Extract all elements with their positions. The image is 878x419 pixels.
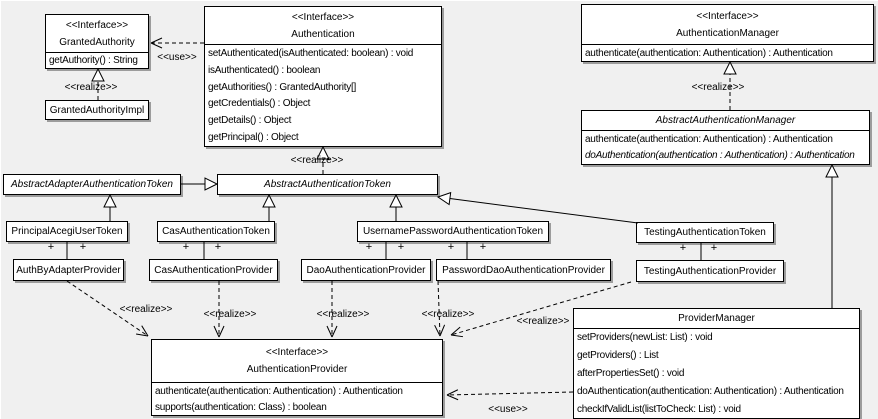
- class-name: Authentication: [291, 28, 355, 40]
- class-name: AuthenticationProvider: [246, 364, 348, 375]
- class-name: CasAuthenticationToken: [162, 226, 270, 237]
- class-method: getProviders() : List: [577, 350, 659, 362]
- class-name: TestingAuthenticationToken: [644, 227, 766, 238]
- use-label: <<use>>: [157, 52, 197, 63]
- generalization-usernamepasswordauthenticationtoken: [389, 193, 403, 221]
- association-plus-marker: +: [366, 241, 372, 253]
- class-name: AbstractAuthenticationToken: [264, 179, 391, 190]
- class-box-granted-authority[interactable]: <<Interface>> GrantedAuthority getAuthorit…: [45, 14, 149, 69]
- realize-label: <<realize>>: [517, 316, 570, 327]
- class-name: DaoAuthenticationProvider: [306, 264, 426, 276]
- class-box-dao-authentication-provider[interactable]: DaoAuthenticationProvider: [301, 259, 431, 281]
- association-plus-marker: +: [215, 241, 221, 253]
- class-box-principal-acegi-user-token[interactable]: PrincipalAcegiUserToken: [6, 221, 128, 242]
- association-plus-marker: +: [398, 241, 404, 253]
- stereotype-label: <<Interface>>: [291, 11, 355, 23]
- association-plus-marker: +: [48, 241, 54, 253]
- class-method: authenticate(authentication: Authenticat…: [585, 47, 833, 59]
- class-box-cas-authentication-token[interactable]: CasAuthenticationToken: [157, 221, 275, 242]
- class-name: GrantedAuthorityImpl: [49, 104, 145, 116]
- class-box-testing-authentication-provider[interactable]: TestingAuthenticationProvider: [636, 260, 784, 282]
- class-box-provider-manager[interactable]: ProviderManager setProviders(newList: Lis…: [573, 308, 860, 419]
- realize-label: <<realize>>: [692, 82, 745, 93]
- class-box-granted-authority-impl[interactable]: GrantedAuthorityImpl: [45, 100, 149, 120]
- class-method: authenticate(authentication: Authenticat…: [155, 385, 403, 397]
- stereotype-label: <<Interface>>: [65, 19, 129, 31]
- class-name: ProviderManager: [678, 313, 755, 324]
- association-plus-marker: +: [711, 242, 717, 254]
- class-method: isAuthenticated() : boolean: [208, 64, 321, 76]
- realize-label: <<realize>>: [317, 309, 370, 320]
- class-name: PasswordDaoAuthenticationProvider: [442, 264, 605, 276]
- association-plus-marker: +: [480, 241, 486, 253]
- realize-abstractauthenticationtoken-authentication: [316, 145, 330, 174]
- generalization-testingauthenticationtoken: [436, 191, 639, 224]
- class-box-authentication[interactable]: <<Interface>> Authentication setAuthentica…: [204, 6, 442, 147]
- class-name: AbstractAdapterAuthenticationToken: [11, 179, 173, 190]
- class-name: PrincipalAcegiUserToken: [11, 226, 123, 237]
- realize-authbyadapterprovider-authenticationprovider: [66, 280, 149, 337]
- class-box-authentication-manager[interactable]: <<Interface>> AuthenticationManager authen…: [581, 4, 874, 62]
- class-name: TestingAuthenticationProvider: [643, 265, 777, 277]
- class-box-cas-authentication-provider[interactable]: CasAuthenticationProvider: [149, 259, 278, 281]
- association-plus-marker: +: [680, 242, 686, 254]
- class-method: getPrincipal() : Object: [208, 132, 299, 144]
- class-method: setProviders(newList: List) : void: [577, 332, 713, 344]
- class-box-authentication-provider[interactable]: <<Interface>> AuthenticationProvider authe…: [151, 339, 443, 416]
- class-box-username-password-authentication-token[interactable]: UsernamePasswordAuthenticationToken: [357, 221, 549, 242]
- class-method: setAuthenticated(isAuthenticated: boolea…: [208, 47, 414, 59]
- class-method: checkIfValidList(listToCheck: List) : vo…: [577, 403, 741, 415]
- class-method: getAuthority() : String: [49, 55, 138, 66]
- association-plus-marker: +: [183, 241, 189, 253]
- class-method: supports(authentication: Class) : boolea…: [155, 401, 327, 413]
- class-box-abstract-authentication-token[interactable]: AbstractAuthenticationToken: [217, 174, 438, 195]
- class-method: authenticate(authentication: Authenticat…: [585, 133, 833, 145]
- class-box-auth-by-adapter-provider[interactable]: AuthByAdapterProvider: [13, 259, 124, 281]
- realize-passworddaoauthenticationprovider-authenticationprovider: [434, 280, 446, 337]
- realize-label: <<realize>>: [120, 304, 173, 315]
- association-plus-marker: +: [80, 241, 86, 253]
- realize-abstractauthenticationmanager-authenticationmanager: [723, 60, 737, 110]
- generalization-principalacegiusertoken: [103, 193, 117, 221]
- class-name: AuthByAdapterProvider: [16, 264, 121, 276]
- realize-label: <<realize>>: [65, 82, 118, 93]
- use-dependency-providermanager-authenticationprovider: [446, 389, 574, 401]
- realize-label: <<realize>>: [422, 309, 475, 320]
- class-method: doAuthentication(authentication : Authen…: [585, 150, 855, 162]
- class-method: afterPropertiesSet() : void: [577, 367, 685, 379]
- use-label: <<use>>: [488, 404, 528, 415]
- class-method: doAuthentication(authentication: Authent…: [577, 385, 844, 397]
- realize-daoauthenticationprovider-authenticationprovider: [326, 281, 338, 338]
- class-name: AbstractAuthenticationManager: [655, 115, 796, 126]
- realize-grantedauthorityimpl-grantedauthority: [91, 67, 105, 100]
- stereotype-label: <<Interface>>: [696, 10, 759, 22]
- class-name: AuthenticationManager: [676, 27, 779, 39]
- generalization-casauthenticationtoken: [262, 193, 276, 221]
- class-name: GrantedAuthority: [59, 36, 135, 48]
- class-box-testing-authentication-token[interactable]: TestingAuthenticationToken: [636, 222, 774, 243]
- generalization-providermanager-abstractauthenticationmanager: [825, 163, 839, 308]
- class-box-abstract-authentication-manager[interactable]: AbstractAuthenticationManager authenticat…: [581, 110, 870, 165]
- class-method: getCredentials() : Object: [208, 98, 311, 110]
- generalization-abstractadapterauthenticationtoken-abstractauthenticationtoken: [181, 177, 219, 191]
- realize-label: <<realize>>: [291, 155, 344, 166]
- use-dependency-authentication-grantedauthority: [150, 37, 204, 49]
- association-plus-marker: +: [448, 241, 454, 253]
- realize-casauthenticationprovider-authenticationprovider: [213, 281, 225, 338]
- class-method: getAuthorities() : GrantedAuthority[]: [208, 81, 357, 93]
- class-name: CasAuthenticationProvider: [154, 264, 273, 276]
- class-box-abstract-adapter-authentication-token[interactable]: AbstractAdapterAuthenticationToken: [3, 174, 181, 195]
- realize-label: <<realize>>: [204, 309, 257, 320]
- class-method: getDetails() : Object: [208, 115, 292, 127]
- class-name: UsernamePasswordAuthenticationToken: [362, 226, 544, 237]
- stereotype-label: <<Interface>>: [265, 347, 329, 358]
- class-box-password-dao-authentication-provider[interactable]: PasswordDaoAuthenticationProvider: [436, 259, 611, 281]
